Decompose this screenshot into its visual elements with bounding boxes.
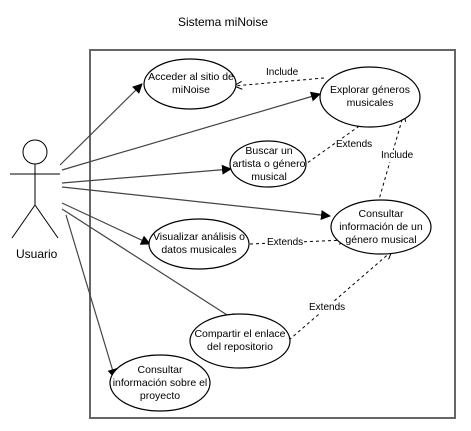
assoc-compartir <box>61 208 239 323</box>
relation-extends-visualizar-label: Extends <box>267 237 304 249</box>
dep-include-consultar <box>377 113 404 204</box>
usecase-acceder-label: Acceder al sitio de miNoise <box>148 71 234 96</box>
assoc-visualizar <box>61 202 151 245</box>
usecase-acceder-ellipse[interactable] <box>143 58 237 110</box>
assoc-consultar-info <box>61 186 331 221</box>
usecase-compartir-label: Compartir el enlace del repositorio <box>194 328 286 353</box>
relation-include-acceder-label: Include <box>266 67 299 79</box>
actor-head <box>22 139 48 165</box>
usecase-explorar-ellipse[interactable] <box>319 66 421 128</box>
usecase-consultar-info-label: Consultar información de un género music… <box>339 207 423 246</box>
dep-include-acceder <box>234 77 325 86</box>
relation-extends-buscar-label: Extends <box>336 139 373 151</box>
assoc-explorar <box>61 91 321 171</box>
usecase-consultar-proyecto-ellipse[interactable] <box>109 354 211 412</box>
usecase-visualizar-ellipse[interactable] <box>148 218 250 270</box>
assoc-acceder <box>59 83 143 166</box>
usecase-buscar-label: Buscar un artista o género musical <box>232 144 306 183</box>
assoc-consultar-proyecto <box>65 214 118 379</box>
assoc-buscar <box>61 164 232 184</box>
actor-label: Usuario <box>16 247 58 261</box>
usecase-consultar-proyecto-label: Consultar información sobre el proyecto <box>112 363 208 402</box>
dep-extends-compartir <box>288 251 392 341</box>
usecase-compartir-ellipse[interactable] <box>189 313 291 369</box>
associations <box>59 83 331 379</box>
usecase-consultar-info-ellipse[interactable] <box>330 199 432 255</box>
usecase-explorar-label: Explorar géneros musicales <box>330 84 410 109</box>
actor-usuario[interactable] <box>10 139 60 239</box>
system-title: Sistema miNoise <box>178 15 269 29</box>
relation-include-consultar-label: Include <box>381 150 414 162</box>
relation-extends-compartir-label: Extends <box>309 302 346 314</box>
system-boundary <box>89 49 456 419</box>
usecase-visualizar-label: Visualizar análisis o datos musicales <box>152 231 246 256</box>
usecase-buscar-ellipse[interactable] <box>229 140 307 188</box>
